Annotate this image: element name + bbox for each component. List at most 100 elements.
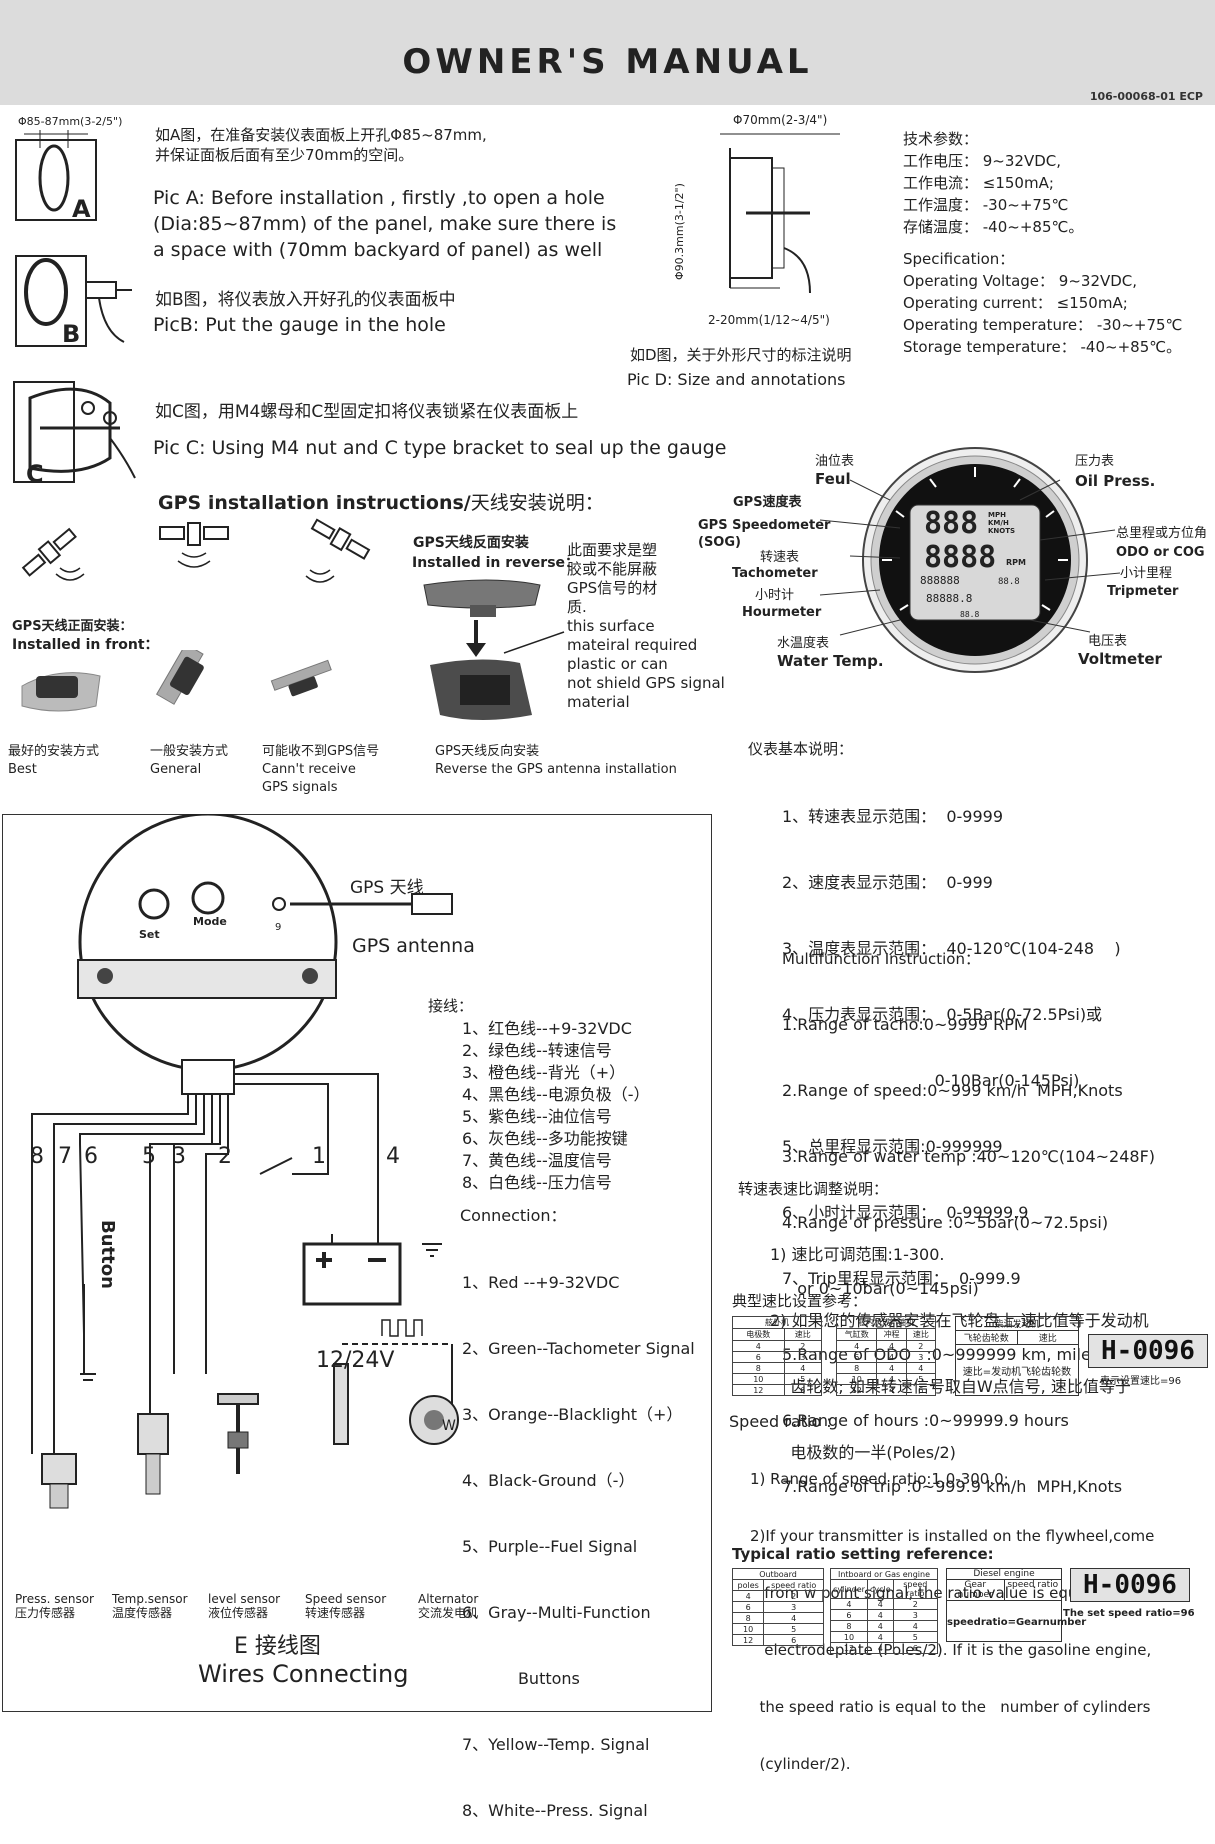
table-cell: 4	[783, 1362, 823, 1374]
lcd-unit-mph: MPH	[988, 511, 1006, 519]
wiring-caption-cn: E 接线图	[234, 1634, 321, 1659]
multi-title: Multifunction Instruction：	[782, 950, 980, 968]
pic-c-letter: C	[26, 460, 44, 488]
wiring-diagram-frame	[2, 814, 712, 1712]
pic-d-cn: 如D图，关于外形尺寸的标注说明	[630, 346, 852, 364]
table-cell: 4	[763, 1612, 824, 1624]
sensor-label-en: Press. sensor	[15, 1592, 94, 1606]
table-head: Intboard or Gas engine	[830, 1568, 938, 1580]
reverse-antenna-illustration	[423, 579, 541, 720]
table-cell: 4	[892, 1620, 939, 1632]
ratio-en-title: Speed ratio :	[729, 1412, 832, 1431]
spec-en: Specification： Operating Voltage： 9~32VD…	[903, 248, 1182, 358]
spec-cn: 技术参数： 工作电压： 9~32VDC, 工作电流： ≤150mA; 工作温度：…	[903, 128, 1083, 238]
ratio-en-item: the speed ratio is equal to the number o…	[750, 1698, 1151, 1716]
table-cell: 4	[876, 1362, 907, 1374]
surface-en-line: material	[567, 693, 630, 711]
sensor-label-cn: 交流发电机	[418, 1606, 479, 1620]
wiring-diagram	[31, 814, 459, 1509]
table-cell: 6	[731, 1601, 765, 1613]
ratio-en-lcd: H-0096	[1070, 1568, 1190, 1602]
pic-a-en-3: a space with (70mm backyard of panel) as…	[153, 239, 603, 261]
label-water-cn: 水温度表	[777, 636, 830, 651]
label-odo-cn: 总里程或方位角	[1116, 526, 1208, 541]
table-cell: 2	[892, 1598, 939, 1610]
table-cell: 12	[731, 1634, 765, 1646]
conn-en-item: 1、Red --+9-32VDC	[462, 1273, 620, 1292]
pic-d-dim-bottom: 2-20mm(1/12~4/5")	[708, 313, 830, 327]
gps-front-cn: GPS天线正面安装：	[12, 619, 133, 634]
reverse-install-en: Reverse the GPS antenna installation	[435, 762, 677, 777]
surface-en-line: mateiral required	[567, 636, 698, 654]
sensor-alternator: Alternator 交流发电机	[418, 1592, 478, 1620]
wire-num: 7	[58, 1144, 72, 1169]
sensor-label-cn: 液位传感器	[208, 1606, 269, 1620]
sensor-label-cn: 压力传感器	[15, 1606, 76, 1620]
gps-heading-en: GPS installation instructions/	[158, 492, 471, 514]
surface-note-en: this surface mateiral required plastic o…	[567, 617, 725, 712]
table-cell: 4	[905, 1362, 937, 1374]
table-cell: 5	[905, 1373, 937, 1385]
table-cell: 5	[892, 1631, 939, 1643]
table-col: 电极数	[732, 1328, 785, 1341]
best-en: Best	[8, 762, 37, 777]
label-odo-en: ODO or COG	[1116, 545, 1205, 560]
ratio-cn-item: 电极数的一半(Poles/2)	[770, 1443, 956, 1462]
table-col: speed ratio	[763, 1579, 824, 1591]
table-cell: 4	[835, 1340, 878, 1352]
label-hour-en: Hourmeter	[742, 605, 822, 620]
lcd-speed-digits: 888	[924, 506, 978, 541]
ratio-en-item: (cylinder/2).	[750, 1755, 851, 1773]
gps-heading-cn: 天线安装说明：	[470, 492, 604, 514]
table-cell: 4	[830, 1598, 868, 1610]
spec-en-line: Storage temperature： -40~+85℃。	[903, 338, 1182, 356]
satellite-icons	[21, 518, 371, 583]
table-col: 速比	[905, 1328, 937, 1341]
sensor-temp: Temp.sensor 温度传感器	[112, 1592, 188, 1620]
spec-cn-line: 工作电压： 9~32VDC,	[903, 152, 1062, 170]
table-cell: 5	[783, 1373, 823, 1385]
basics-list: 1、转速表显示范围： 0-9999 2、速度表显示范围： 0-999 3、温度表…	[782, 762, 1121, 1312]
antenna-best-icon	[21, 672, 101, 712]
gps-reverse-cn: GPS天线反面安装	[413, 535, 529, 551]
conn-en-item: 7、Yellow--Temp. Signal	[462, 1735, 650, 1754]
conn-cn-item: 3、橙色线--背光（+）	[462, 1063, 626, 1082]
wire-num: 8	[30, 1144, 44, 1169]
table-col: speed ratio	[892, 1579, 939, 1599]
table-cell: 4	[876, 1384, 907, 1396]
ratio-en-ref-title: Typical ratio setting reference:	[732, 1545, 994, 1563]
lcd-rpm: RPM	[1006, 558, 1026, 567]
table-cell: 4	[866, 1631, 894, 1643]
label-fuel-cn: 油位表	[815, 454, 855, 469]
spec-en-line: Operating current： ≤150mA;	[903, 294, 1128, 312]
conn-en-title: Connection：	[460, 1206, 567, 1225]
table-formula: speedratio=Gearnumber	[947, 1617, 1087, 1628]
antenna-cn: GPS 天线	[350, 878, 424, 898]
pic-a-dimension: Φ85-87mm(3-2/5")	[18, 115, 123, 128]
set-label: Set	[139, 928, 160, 941]
table-cell: 3	[905, 1351, 937, 1363]
ratio-cn-ref-title: 典型速比设置参考：	[732, 1292, 868, 1310]
surface-en-line: not shield GPS signal	[567, 674, 725, 692]
conn-en-item: 4、Black-Ground（-）	[462, 1471, 635, 1490]
label-hour-cn: 小时计	[755, 588, 795, 603]
basics-item: 7、Trip里程显示范围： 0-999.9	[782, 1269, 1021, 1288]
multi-item: 4.Range of pressure :0~5bar(0~72.5psi)	[782, 1213, 1109, 1232]
lcd-small: 88.8	[998, 577, 1020, 587]
gps-reverse-en: Installed in reverse：	[412, 555, 580, 571]
sensor-label-cn: 转速传感器	[305, 1606, 366, 1620]
table-cell: 4	[866, 1620, 894, 1632]
wire-num: 3	[172, 1144, 186, 1169]
label-tacho-en: Tachometer	[732, 566, 818, 581]
